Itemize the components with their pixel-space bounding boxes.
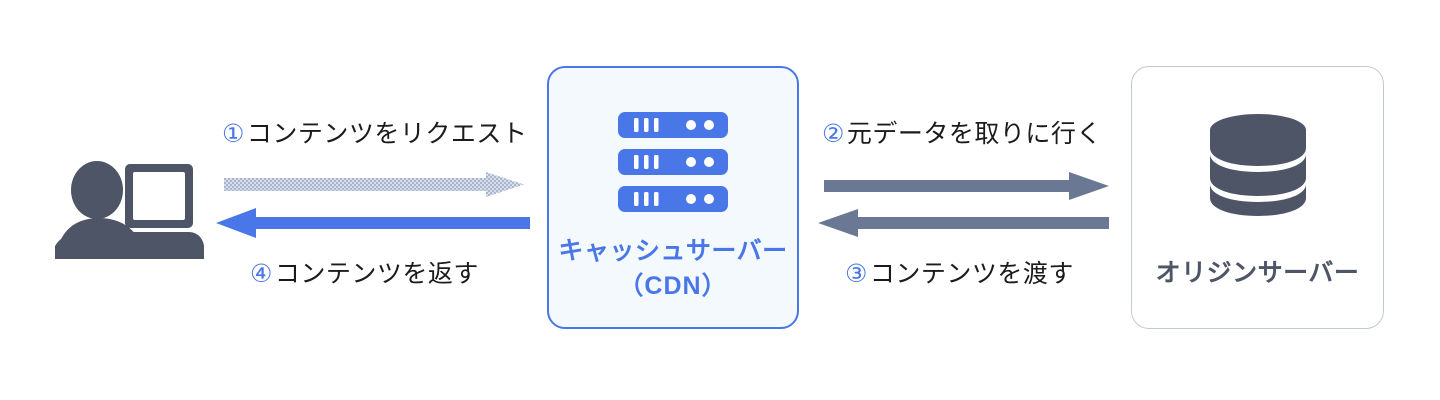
arrow-step-2 [824, 172, 1109, 200]
cdn-label-line2: （CDN） [618, 271, 728, 300]
server-rack-icon [618, 112, 728, 212]
step-text-4: コンテンツを返す [274, 260, 479, 288]
step-text-2: 元データを取りに行く [846, 120, 1102, 148]
database-cylinder-icon [1208, 112, 1308, 220]
step-number-2: ② [822, 120, 845, 148]
step-number-3: ③ [845, 260, 868, 288]
client-node [55, 160, 220, 265]
step-label-3: ③コンテンツを渡す [845, 254, 1074, 290]
origin-node-box: オリジンサーバー [1131, 66, 1384, 329]
step-text-3: コンテンツを渡す [869, 260, 1074, 288]
arrow-step-4 [216, 208, 530, 238]
step-label-4: ④コンテンツを返す [250, 254, 479, 290]
arrow-step-1 [224, 172, 524, 197]
user-with-laptop-icon [55, 161, 204, 259]
arrow-step-3 [818, 209, 1109, 237]
origin-node-label: オリジンサーバー [1155, 259, 1360, 287]
step-label-1: ①コンテンツをリクエスト [222, 114, 527, 150]
cdn-node-box: キャッシュサーバー （CDN） [547, 66, 799, 329]
cdn-node-label: キャッシュサーバー （CDN） [558, 234, 787, 303]
step-label-2: ②元データを取りに行く [822, 114, 1102, 150]
step-number-1: ① [222, 120, 245, 148]
step-text-1: コンテンツをリクエスト [246, 120, 528, 148]
step-number-4: ④ [250, 260, 273, 288]
cdn-label-line1: キャッシュサーバー [558, 237, 788, 265]
